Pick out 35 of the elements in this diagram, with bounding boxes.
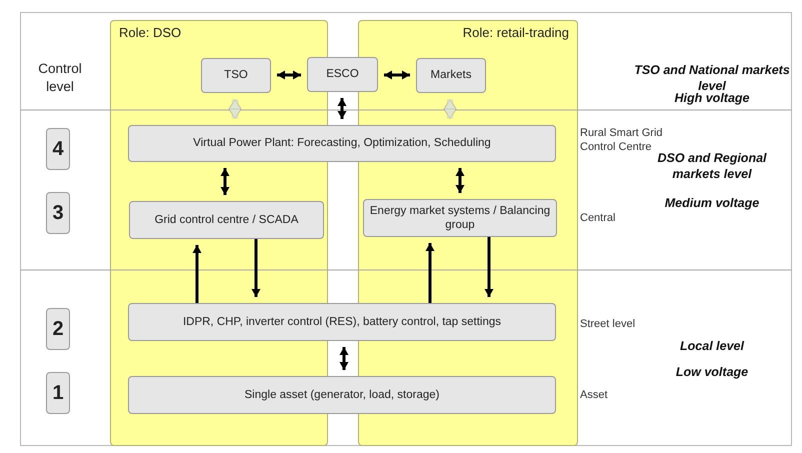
band-title: Role: DSO xyxy=(119,25,182,40)
level-number: 2 xyxy=(46,308,70,350)
process-box: TSO xyxy=(201,58,271,93)
level-number: 1 xyxy=(46,372,70,414)
level-heading: TSO and National markets level xyxy=(633,62,791,94)
arrow xyxy=(426,243,434,303)
process-box: Virtual Power Plant: Forecasting, Optimization, Scheduling xyxy=(128,125,556,162)
level-label: Asset xyxy=(580,388,608,402)
level-heading: High voltage xyxy=(673,90,750,106)
arrow xyxy=(338,98,346,119)
arrow xyxy=(228,100,242,118)
arrow xyxy=(444,100,456,118)
arrow xyxy=(192,245,202,303)
level-heading: Low voltage xyxy=(674,364,750,380)
process-box: ESCO xyxy=(307,57,378,92)
process-box: Energy market systems / Balancing group xyxy=(363,199,557,237)
process-box: Single asset (generator, load, storage) xyxy=(128,376,556,414)
level-label: Street level xyxy=(580,317,636,332)
level-number: 3 xyxy=(46,192,70,234)
level-number: 4 xyxy=(46,128,70,170)
arrow xyxy=(384,70,410,80)
level-label: Control level xyxy=(37,60,83,96)
arrow xyxy=(340,347,348,370)
level-heading: Medium voltage xyxy=(664,195,760,212)
arrow xyxy=(277,70,301,80)
level-label: Central xyxy=(580,211,616,226)
level-heading: Local level xyxy=(679,338,746,354)
process-box: Grid control centre / SCADA xyxy=(129,201,324,239)
arrow xyxy=(484,237,494,297)
process-box: IDPR, CHP, inverter control (RES), battery control, tap settings xyxy=(128,303,556,341)
arrow xyxy=(220,168,230,195)
arrow xyxy=(252,239,260,297)
process-box: Markets xyxy=(416,58,486,93)
arrow xyxy=(456,168,464,193)
band-title: Role: retail-trading xyxy=(462,25,569,40)
